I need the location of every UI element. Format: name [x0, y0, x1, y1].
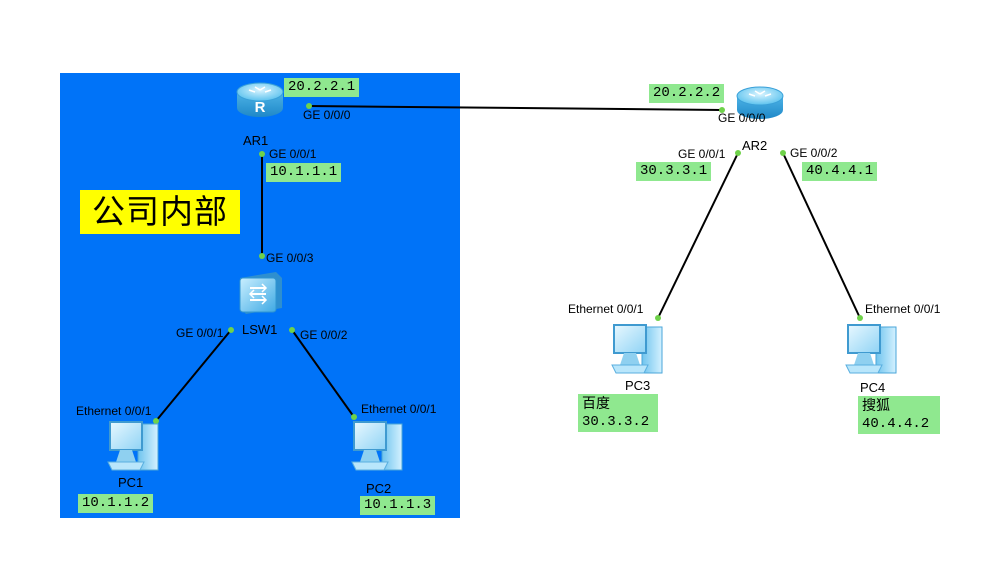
ip-label-ar1-lan: 10.1.1.1 [266, 163, 342, 182]
port-dots [153, 103, 863, 424]
port-label-lsw1-ge002: GE 0/0/2 [300, 328, 348, 342]
port-dot [259, 253, 265, 259]
device-name-pc1: PC1 [118, 475, 144, 490]
pc-icon[interactable] [351, 421, 403, 471]
link-ar2-pc4 [782, 152, 861, 319]
ip-label-ar2-left: 30.3.3.1 [636, 162, 712, 181]
link-lsw1-pc2 [291, 329, 355, 418]
device-name-ar2: AR2 [742, 138, 768, 153]
port-label-pc4-eth: Ethernet 0/0/1 [865, 302, 941, 316]
pc4-ip: 40.4.4.2 [862, 416, 930, 432]
router-icon[interactable]: R [236, 82, 284, 117]
ip-label-ar1-wan: 20.2.2.1 [284, 78, 360, 97]
zone-title: 公司内部 [80, 190, 240, 234]
port-dot [857, 315, 863, 321]
port-label-pc2-eth: Ethernet 0/0/1 [361, 402, 437, 416]
device-name-pc3: PC3 [625, 378, 651, 393]
switch-icon[interactable] [239, 272, 282, 314]
port-dot [780, 150, 786, 156]
port-label-pc1-eth: Ethernet 0/0/1 [76, 404, 152, 418]
pc-icon[interactable] [845, 324, 897, 374]
link-ar1-ar2 [308, 105, 723, 111]
port-dot [259, 151, 265, 157]
pc4-site-name: 搜狐 [862, 398, 890, 414]
device-name-pc4: PC4 [860, 380, 886, 395]
port-label-ar1-ge001: GE 0/0/1 [269, 147, 317, 161]
router-icon[interactable] [736, 86, 784, 119]
port-label-ar2-ge002: GE 0/0/2 [790, 146, 838, 160]
ip-label-pc1: 10.1.1.2 [78, 494, 154, 513]
svg-text:R: R [255, 99, 266, 116]
port-label-ar2-ge001: GE 0/0/1 [678, 147, 726, 161]
port-dot [655, 315, 661, 321]
ip-label-pc2: 10.1.1.3 [360, 496, 436, 515]
port-label-ar1-ge000: GE 0/0/0 [303, 108, 351, 122]
link-ar2-pc3 [657, 152, 739, 319]
ip-label-ar2-wan: 20.2.2.2 [649, 84, 725, 103]
ip-label-pc4: 搜狐 40.4.4.2 [858, 396, 940, 434]
port-dot [735, 150, 741, 156]
port-dot [719, 107, 725, 113]
device-name-lsw1: LSW1 [242, 322, 278, 337]
port-dot [306, 103, 312, 109]
ip-label-pc3: 百度 30.3.3.2 [578, 394, 658, 432]
port-dot [153, 418, 159, 424]
port-label-lsw1-ge001: GE 0/0/1 [176, 326, 224, 340]
device-name-ar1: AR1 [243, 133, 269, 148]
pc-icon[interactable] [107, 421, 159, 471]
port-dot [228, 327, 234, 333]
port-dot [351, 414, 357, 420]
port-label-pc3-eth: Ethernet 0/0/1 [568, 302, 644, 316]
ip-label-ar2-right: 40.4.4.1 [802, 162, 878, 181]
device-name-pc2: PC2 [366, 481, 392, 496]
pc3-site-name: 百度 [582, 396, 610, 412]
link-lsw1-pc1 [155, 329, 232, 422]
pc3-ip: 30.3.3.2 [582, 414, 650, 430]
pc-icon[interactable] [611, 324, 663, 374]
port-label-lsw1-ge003: GE 0/0/3 [266, 251, 314, 265]
port-label-ar2-ge000: GE 0/0/0 [718, 111, 766, 125]
port-dot [289, 327, 295, 333]
